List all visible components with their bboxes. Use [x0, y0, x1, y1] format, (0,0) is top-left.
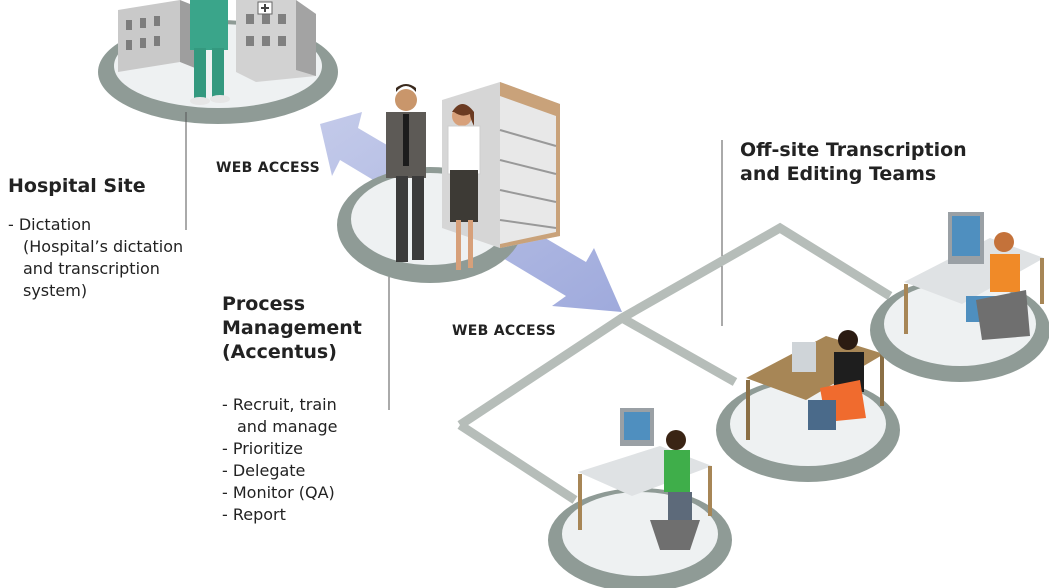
manager-woman-icon [447, 104, 481, 270]
hospital-item-dictation: - Dictation (Hospital’s dictation and tr… [8, 214, 183, 302]
process-item-monitor: - Monitor (QA) [222, 483, 335, 502]
hospital-platform [98, 0, 338, 124]
process-item-recruit: - Recruit, train and manage [222, 394, 338, 438]
doctor-figure-icon [190, 0, 230, 105]
process-list: - Recruit, train and manage - Prioritize… [222, 394, 338, 526]
process-heading: Process Management (Accentus) [222, 292, 362, 364]
hospital-item-line: and transcription [23, 259, 160, 278]
process-item-line: and manage [237, 417, 338, 436]
process-item-delegate: - Delegate [222, 461, 306, 480]
process-item-first: - Recruit, train [222, 395, 337, 414]
web-access-label-top: WEB ACCESS [216, 160, 321, 176]
hospital-item-line: system) [23, 281, 88, 300]
process-heading-line: (Accentus) [222, 341, 337, 363]
hospital-site-list: - Dictation (Hospital’s dictation and tr… [8, 214, 183, 302]
workstation-bottom [548, 408, 732, 588]
workstation-middle [716, 330, 900, 482]
process-heading-line: Management [222, 317, 362, 339]
manager-man-icon [386, 84, 426, 262]
workstation-right [870, 212, 1049, 382]
hospital-item-line: (Hospital’s dictation [23, 237, 184, 256]
laptop-icon [792, 342, 816, 372]
process-item-prioritize: - Prioritize [222, 439, 304, 458]
hospital-item-first: - Dictation [8, 215, 92, 234]
offsite-heading-line: Off-site Transcription [740, 139, 967, 161]
offsite-heading-line: and Editing Teams [740, 163, 937, 185]
offsite-network-path [457, 222, 893, 504]
process-platform [337, 82, 560, 283]
hospital-site-heading: Hospital Site [8, 175, 146, 197]
process-item-report: - Report [222, 505, 286, 524]
process-heading-line: Process [222, 293, 306, 315]
web-access-label-bottom: WEB ACCESS [452, 323, 557, 339]
offsite-heading: Off-site Transcription and Editing Teams [740, 138, 967, 186]
